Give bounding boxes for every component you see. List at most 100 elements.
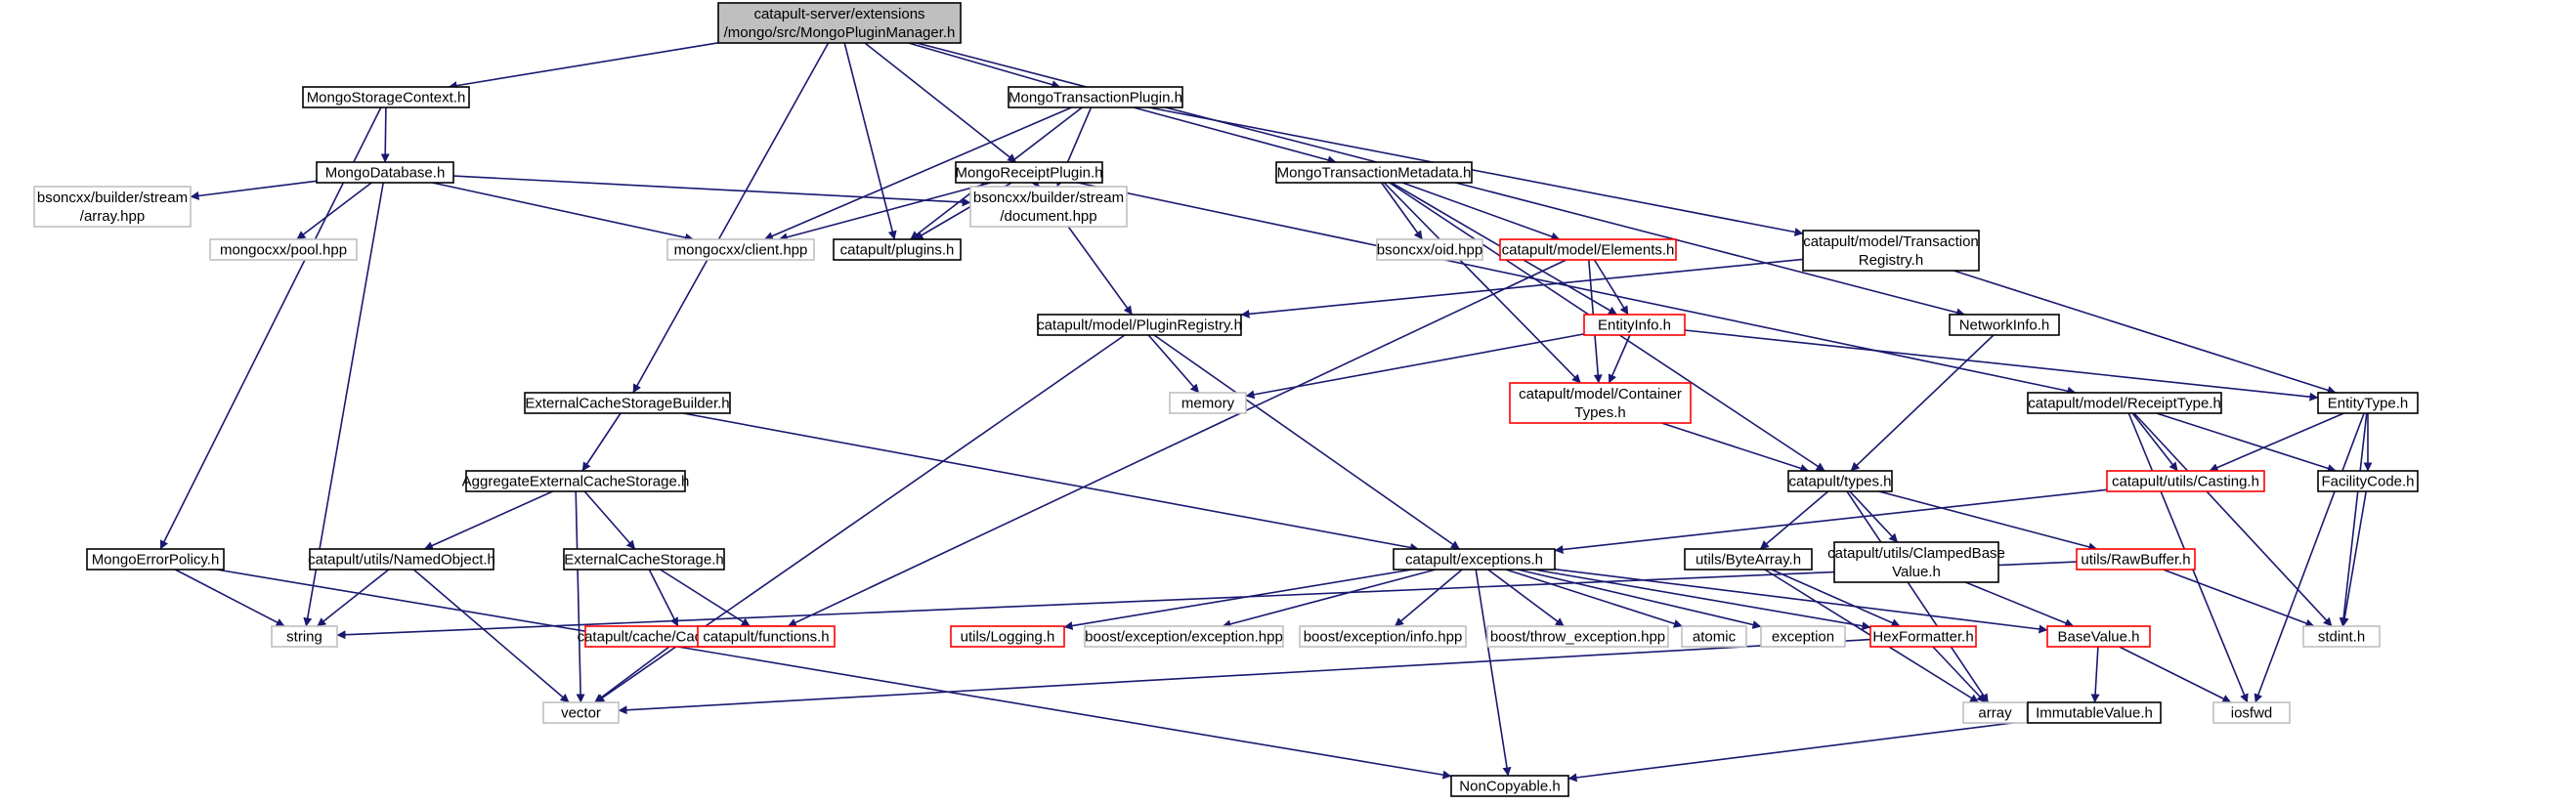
node-box: [950, 625, 1065, 648]
node-box: [1275, 161, 1473, 184]
node-plugins[interactable]: catapult/plugins.h: [833, 238, 962, 261]
node-preg[interactable]: catapult/model/PluginRegistry.h: [1037, 314, 1242, 336]
edge-bytearr-to-hexfmt: [1771, 569, 1901, 627]
node-noncopy[interactable]: NonCopyable.h: [1450, 775, 1569, 797]
node-memory[interactable]: memory: [1169, 392, 1247, 414]
node-root[interactable]: catapult-server/extensions/mongo/src/Mon…: [717, 2, 962, 44]
node-atomic[interactable]: atomic: [1681, 625, 1747, 648]
edge-ecs-to-functions: [660, 569, 751, 627]
node-mrp[interactable]: MongoReceiptPlugin.h: [955, 161, 1103, 184]
node-etype[interactable]: EntityType.h: [2317, 392, 2419, 414]
edge-hexfmt-to-vector: [618, 638, 1871, 715]
edge-basevalue-to-iosfwd: [2119, 646, 2232, 703]
node-client[interactable]: mongocxx/client.hpp: [666, 238, 815, 261]
node-logging[interactable]: utils/Logging.h: [950, 625, 1065, 648]
node-label: catapult/plugins.h: [840, 242, 955, 259]
edge-preg-to-memory: [1147, 334, 1200, 394]
edge-exc-to-basevalue: [1554, 568, 2048, 634]
node-box: [2106, 470, 2265, 492]
node-box: [524, 392, 731, 414]
node-box: [1962, 701, 2028, 724]
edge-types-to-clamped: [1849, 490, 1899, 543]
node-label: catapult/exceptions.h: [1405, 552, 1543, 569]
node-box: [2317, 470, 2419, 492]
edge-exc-to-atomic: [1505, 569, 1683, 628]
node-stdint[interactable]: stdint.h: [2302, 625, 2381, 648]
edge-root-to-msc: [448, 42, 719, 91]
edge-mdb-to-pool: [296, 182, 372, 240]
node-immval[interactable]: ImmutableValue.h: [2027, 701, 2162, 724]
node-box: [1037, 314, 1242, 336]
node-array[interactable]: array: [1962, 701, 2028, 724]
node-label: Value.h: [1892, 564, 1941, 580]
node-functions[interactable]: catapult/functions.h: [697, 625, 836, 648]
node-box: [1869, 625, 1977, 648]
node-label: boost/throw_exception.hpp: [1490, 629, 1665, 646]
node-box: [969, 186, 1128, 228]
node-types[interactable]: catapult/types.h: [1787, 470, 1893, 492]
node-mtp[interactable]: MongoTransactionPlugin.h: [1008, 86, 1183, 108]
node-label: HexFormatter.h: [1872, 629, 1973, 646]
node-exc[interactable]: catapult/exceptions.h: [1393, 548, 1556, 571]
node-rtype[interactable]: catapult/model/ReceiptType.h: [2027, 392, 2222, 414]
edge-exc-to-binfo: [1394, 569, 1463, 627]
edge-root-to-plugins: [843, 42, 897, 240]
node-hexfmt[interactable]: HexFormatter.h: [1869, 625, 1977, 648]
node-label: NetworkInfo.h: [1959, 317, 2050, 334]
node-casting[interactable]: catapult/utils/Casting.h: [2106, 470, 2265, 492]
node-bsarr[interactable]: bsoncxx/builder/stream/array.hpp: [33, 186, 192, 228]
node-label: catapult/utils/Casting.h: [2112, 474, 2259, 490]
edge-types-to-rawbuf: [1878, 490, 2098, 552]
node-box: [1008, 86, 1183, 108]
edge-mrp-to-rtype: [1077, 182, 2077, 396]
edge-mtp-to-treg: [1148, 106, 1804, 236]
node-mep[interactable]: MongoErrorPolicy.h: [86, 548, 225, 571]
edge-types-to-bytearr: [1759, 490, 1829, 550]
node-iosfwd[interactable]: iosfwd: [2212, 701, 2291, 724]
node-label: catapult-server/extensions: [753, 6, 924, 22]
node-box: [1509, 382, 1692, 424]
node-bytearr[interactable]: utils/ByteArray.h: [1684, 548, 1813, 571]
node-rawbuf[interactable]: utils/RawBuffer.h: [2076, 548, 2196, 571]
node-oid[interactable]: bsoncxx/oid.hpp: [1376, 238, 1483, 261]
node-mtm[interactable]: MongoTransactionMetadata.h: [1275, 161, 1473, 184]
node-box: [1450, 775, 1569, 797]
node-named[interactable]: catapult/utils/NamedObject.h: [308, 548, 495, 571]
edge-root-to-ecsb: [632, 42, 830, 394]
edge-etype-to-iosfwd: [2254, 412, 2365, 703]
edge-rtype-to-fcode: [2156, 412, 2337, 473]
node-aecs[interactable]: AggregateExternalCacheStorage.h: [462, 470, 690, 492]
edge-exc-to-logging: [1063, 569, 1413, 630]
node-label: atomic: [1693, 629, 1737, 646]
node-box: [2212, 701, 2291, 724]
node-basevalue[interactable]: BaseValue.h: [2046, 625, 2151, 648]
node-binfo[interactable]: boost/exception/info.hpp: [1299, 625, 1467, 648]
node-label: EntityType.h: [2328, 396, 2409, 412]
node-elements[interactable]: catapult/model/Elements.h: [1499, 238, 1677, 261]
node-label: AggregateExternalCacheStorage.h: [462, 474, 690, 490]
node-label: Registry.h: [1859, 252, 1923, 269]
edge-mep-to-string: [174, 569, 285, 627]
node-mdb[interactable]: MongoDatabase.h: [316, 161, 454, 184]
node-entinfo[interactable]: EntityInfo.h: [1583, 314, 1686, 336]
node-fcode[interactable]: FacilityCode.h: [2317, 470, 2419, 492]
node-bthrow[interactable]: boost/throw_exception.hpp: [1486, 625, 1669, 648]
node-bsdoc[interactable]: bsoncxx/builder/stream/document.hpp: [969, 186, 1128, 228]
node-exception[interactable]: exception: [1760, 625, 1846, 648]
edge-treg-to-etype: [1953, 270, 2337, 395]
node-label: catapult/types.h: [1788, 474, 1891, 490]
node-bexc[interactable]: boost/exception/exception.hpp: [1084, 625, 1284, 648]
node-msc[interactable]: MongoStorageContext.h: [302, 86, 470, 108]
node-vector[interactable]: vector: [542, 701, 620, 724]
node-box: [697, 625, 836, 648]
node-pool[interactable]: mongocxx/pool.hpp: [209, 238, 358, 261]
node-ecsb[interactable]: ExternalCacheStorageBuilder.h: [524, 392, 731, 414]
node-ecs[interactable]: ExternalCacheStorage.h: [563, 548, 725, 571]
node-label: catapult/model/ReceiptType.h: [2028, 396, 2221, 412]
node-box: [1499, 238, 1677, 261]
node-netinfo[interactable]: NetworkInfo.h: [1949, 314, 2060, 336]
node-string[interactable]: string: [271, 625, 338, 648]
